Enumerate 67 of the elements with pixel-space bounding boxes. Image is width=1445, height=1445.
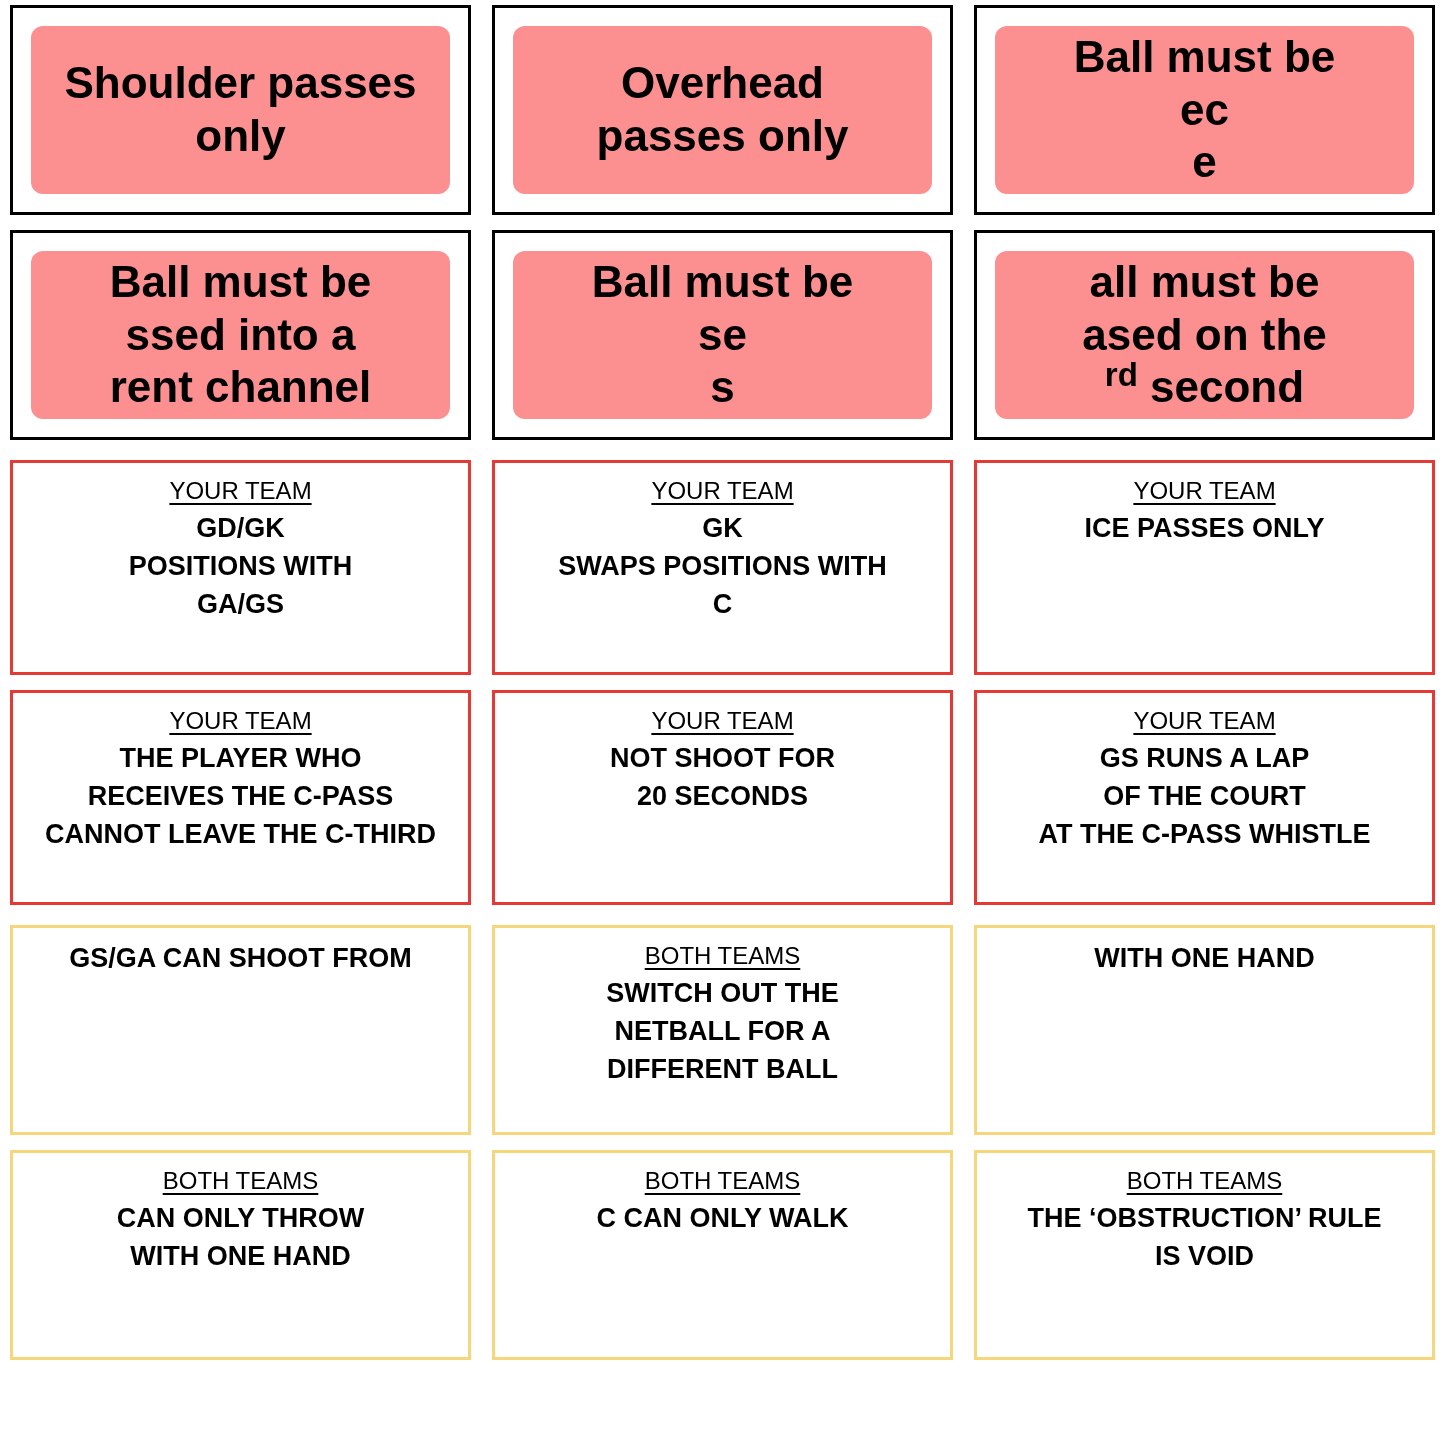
card-heading: YOUR TEAM <box>1133 476 1276 506</box>
card-text: Overhead passes only <box>595 57 850 162</box>
rule-card <box>492 925 953 1135</box>
card-text: DIFFERENT BALL <box>607 1052 838 1086</box>
card-text: NOT SHOOT FOR <box>610 742 835 776</box>
card-text: AT THE C-PASS WHISTLE <box>1038 817 1371 851</box>
card-text: C <box>712 587 733 621</box>
card-text: Ball must be <box>1073 30 1336 83</box>
card-text: GK <box>702 512 743 546</box>
card-text: RECEIVES THE C-PASS <box>87 780 394 813</box>
rule-card <box>974 5 1435 215</box>
card-text: 20 SECONDS <box>636 780 809 813</box>
card-text: Shoulder passes only <box>63 57 418 162</box>
rule-card <box>492 5 953 215</box>
card-text: THE ‘OBSTRUCTION’ RULE <box>1027 1202 1382 1236</box>
card-text: e <box>1192 136 1217 189</box>
card-heading: BOTH TEAMS <box>644 1166 801 1196</box>
card-text: NETBALL FOR A <box>614 1015 831 1048</box>
card-text: Ball must be <box>591 255 854 308</box>
rule-card <box>492 690 953 905</box>
card-heading: YOUR TEAM <box>1133 706 1276 736</box>
card-heading: YOUR TEAM <box>169 706 312 736</box>
card-heading: BOTH TEAMS <box>644 941 801 971</box>
rule-card <box>492 230 953 440</box>
card-text: GS/GA CAN SHOOT FROM <box>69 942 412 975</box>
rule-card <box>974 230 1435 440</box>
rule-card <box>974 690 1435 905</box>
card-text: all must be <box>1089 255 1320 308</box>
rule-card <box>10 1150 471 1360</box>
card-heading: YOUR TEAM <box>651 476 794 506</box>
card-text: WITH ONE HAND <box>130 1240 351 1273</box>
rule-card <box>10 690 471 905</box>
rule-card <box>974 1150 1435 1360</box>
card-heading: YOUR TEAM <box>169 476 312 506</box>
rule-card <box>492 460 953 675</box>
card-text: ec <box>1180 83 1229 136</box>
card-text: THE PLAYER WHO <box>119 742 362 776</box>
card-text: se <box>698 308 747 361</box>
rule-card <box>492 1150 953 1360</box>
card-text: Ball must be <box>109 255 372 308</box>
card-text: s <box>710 361 735 414</box>
card-text: GA/GS <box>197 587 284 621</box>
card-text: GS RUNS A LAP <box>1099 742 1310 776</box>
card-heading: YOUR TEAM <box>651 706 794 736</box>
card-text: GD/GK <box>196 512 285 546</box>
card-text: IS VOID <box>1155 1240 1254 1273</box>
card-heading: BOTH TEAMS <box>162 1166 319 1196</box>
card-text: OF THE COURT <box>1103 780 1306 813</box>
card-text: ICE PASSES ONLY <box>1084 512 1325 546</box>
rule-card <box>10 925 471 1135</box>
card-text: SWITCH OUT THE <box>606 977 839 1011</box>
card-text: CAN ONLY THROW <box>116 1202 365 1236</box>
card-text: ssed into a <box>125 308 356 361</box>
rule-card <box>974 460 1435 675</box>
card-text: SWAPS POSITIONS WITH <box>558 550 887 583</box>
card-text: $^{rd}$ second <box>1104 361 1305 414</box>
card-heading: BOTH TEAMS <box>1126 1166 1283 1196</box>
card-text: ased on the <box>1082 308 1327 361</box>
card-text: rent channel <box>109 361 372 414</box>
card-text: C CAN ONLY WALK <box>596 1202 849 1236</box>
card-text: WITH ONE HAND <box>1094 942 1315 975</box>
card-text: POSITIONS WITH <box>128 550 353 583</box>
card-text: CANNOT LEAVE THE C-THIRD <box>45 817 436 851</box>
rule-card <box>10 460 471 675</box>
rule-card <box>974 925 1435 1135</box>
rule-card <box>10 230 471 440</box>
rule-card <box>10 5 471 215</box>
